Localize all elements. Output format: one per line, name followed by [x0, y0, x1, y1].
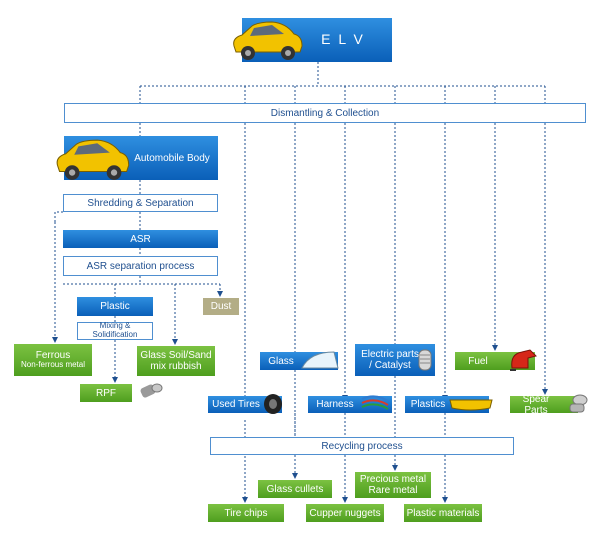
tire-icon: [264, 394, 282, 414]
glass-soil-line2: mix rubbish: [150, 361, 202, 372]
spear-parts-label: Spear Parts: [522, 393, 550, 416]
fuel-label: Fuel: [468, 355, 488, 367]
electric-parts-box: Electric parts / Catalyst: [355, 344, 435, 376]
rpf-label: RPF: [96, 387, 116, 399]
recycling-process-box: Recycling process: [210, 437, 514, 455]
ferrous-line2: Non-ferrous metal: [20, 360, 86, 370]
mixing-label: Mixing & Solidification: [92, 321, 138, 339]
shredding-separation-box: Shredding & Separation: [63, 194, 218, 212]
car-icon-small: [56, 139, 130, 180]
plastics-label: Plastics: [410, 399, 446, 410]
catalyst-icon: [418, 349, 432, 371]
plastic-box: Plastic: [77, 297, 153, 316]
precious-metal-box: Precious metal Rare metal: [355, 472, 431, 498]
tire-chips-label: Tire chips: [224, 507, 268, 519]
electric-line1: Electric parts: [361, 349, 419, 360]
precious-line1: Precious metal: [359, 474, 427, 485]
glass-soil-line1: Glass Soil/Sand: [140, 350, 212, 361]
glass-pane-icon: [301, 351, 339, 369]
fuel-nozzle-icon: [510, 349, 537, 371]
spear-parts-box: Spear Parts: [510, 393, 578, 416]
asr-label: ASR: [130, 233, 151, 245]
spare-part-icon: [569, 394, 588, 413]
dust-box: Dust: [203, 298, 239, 315]
glass-cullets-box: Glass cullets: [258, 480, 332, 498]
car-icon: [233, 21, 303, 60]
used-tires-label: Used Tires: [212, 399, 260, 410]
dust-label: Dust: [210, 301, 232, 312]
ferrous-box: Ferrous Non-ferrous metal: [14, 344, 92, 376]
rpf-box: RPF: [80, 384, 132, 402]
cupper-nuggets-box: Cupper nuggets: [306, 504, 384, 522]
glass-cullets-label: Glass cullets: [266, 483, 324, 495]
asr-separation-box: ASR separation process: [63, 256, 218, 276]
wire-harness-icon: [361, 395, 389, 410]
used-tires-box: Used Tires: [208, 396, 282, 413]
mixing-solidification-box: Mixing & Solidification: [77, 321, 153, 340]
dismantling-label: Dismantling & Collection: [270, 107, 380, 119]
tire-chips-box: Tire chips: [208, 504, 284, 522]
dismantling-collection-box: Dismantling & Collection: [64, 103, 586, 123]
automobile-body-label: Automobile Body: [134, 152, 210, 164]
plastic-materials-label: Plastic materials: [406, 507, 480, 519]
glass-label: Glass: [268, 355, 294, 367]
precious-line2: Rare metal: [368, 485, 418, 496]
electric-line2: / Catalyst: [369, 360, 411, 371]
ferrous-line1: Ferrous: [35, 350, 71, 362]
harness-label: Harness: [316, 399, 354, 410]
cupper-nuggets-label: Cupper nuggets: [309, 507, 381, 519]
glass-soil-box: Glass Soil/Sand mix rubbish: [137, 346, 215, 376]
bumper-icon: [449, 399, 493, 411]
plastic-label: Plastic: [100, 301, 130, 312]
asr-box: ASR: [63, 230, 218, 248]
elv-title: E L V: [321, 31, 365, 48]
rpf-pellet-icon: [140, 383, 163, 398]
plastic-materials-box: Plastic materials: [404, 504, 482, 522]
asr-separation-label: ASR separation process: [86, 260, 195, 272]
recycling-label: Recycling process: [321, 440, 403, 452]
shredding-label: Shredding & Separation: [87, 197, 194, 209]
